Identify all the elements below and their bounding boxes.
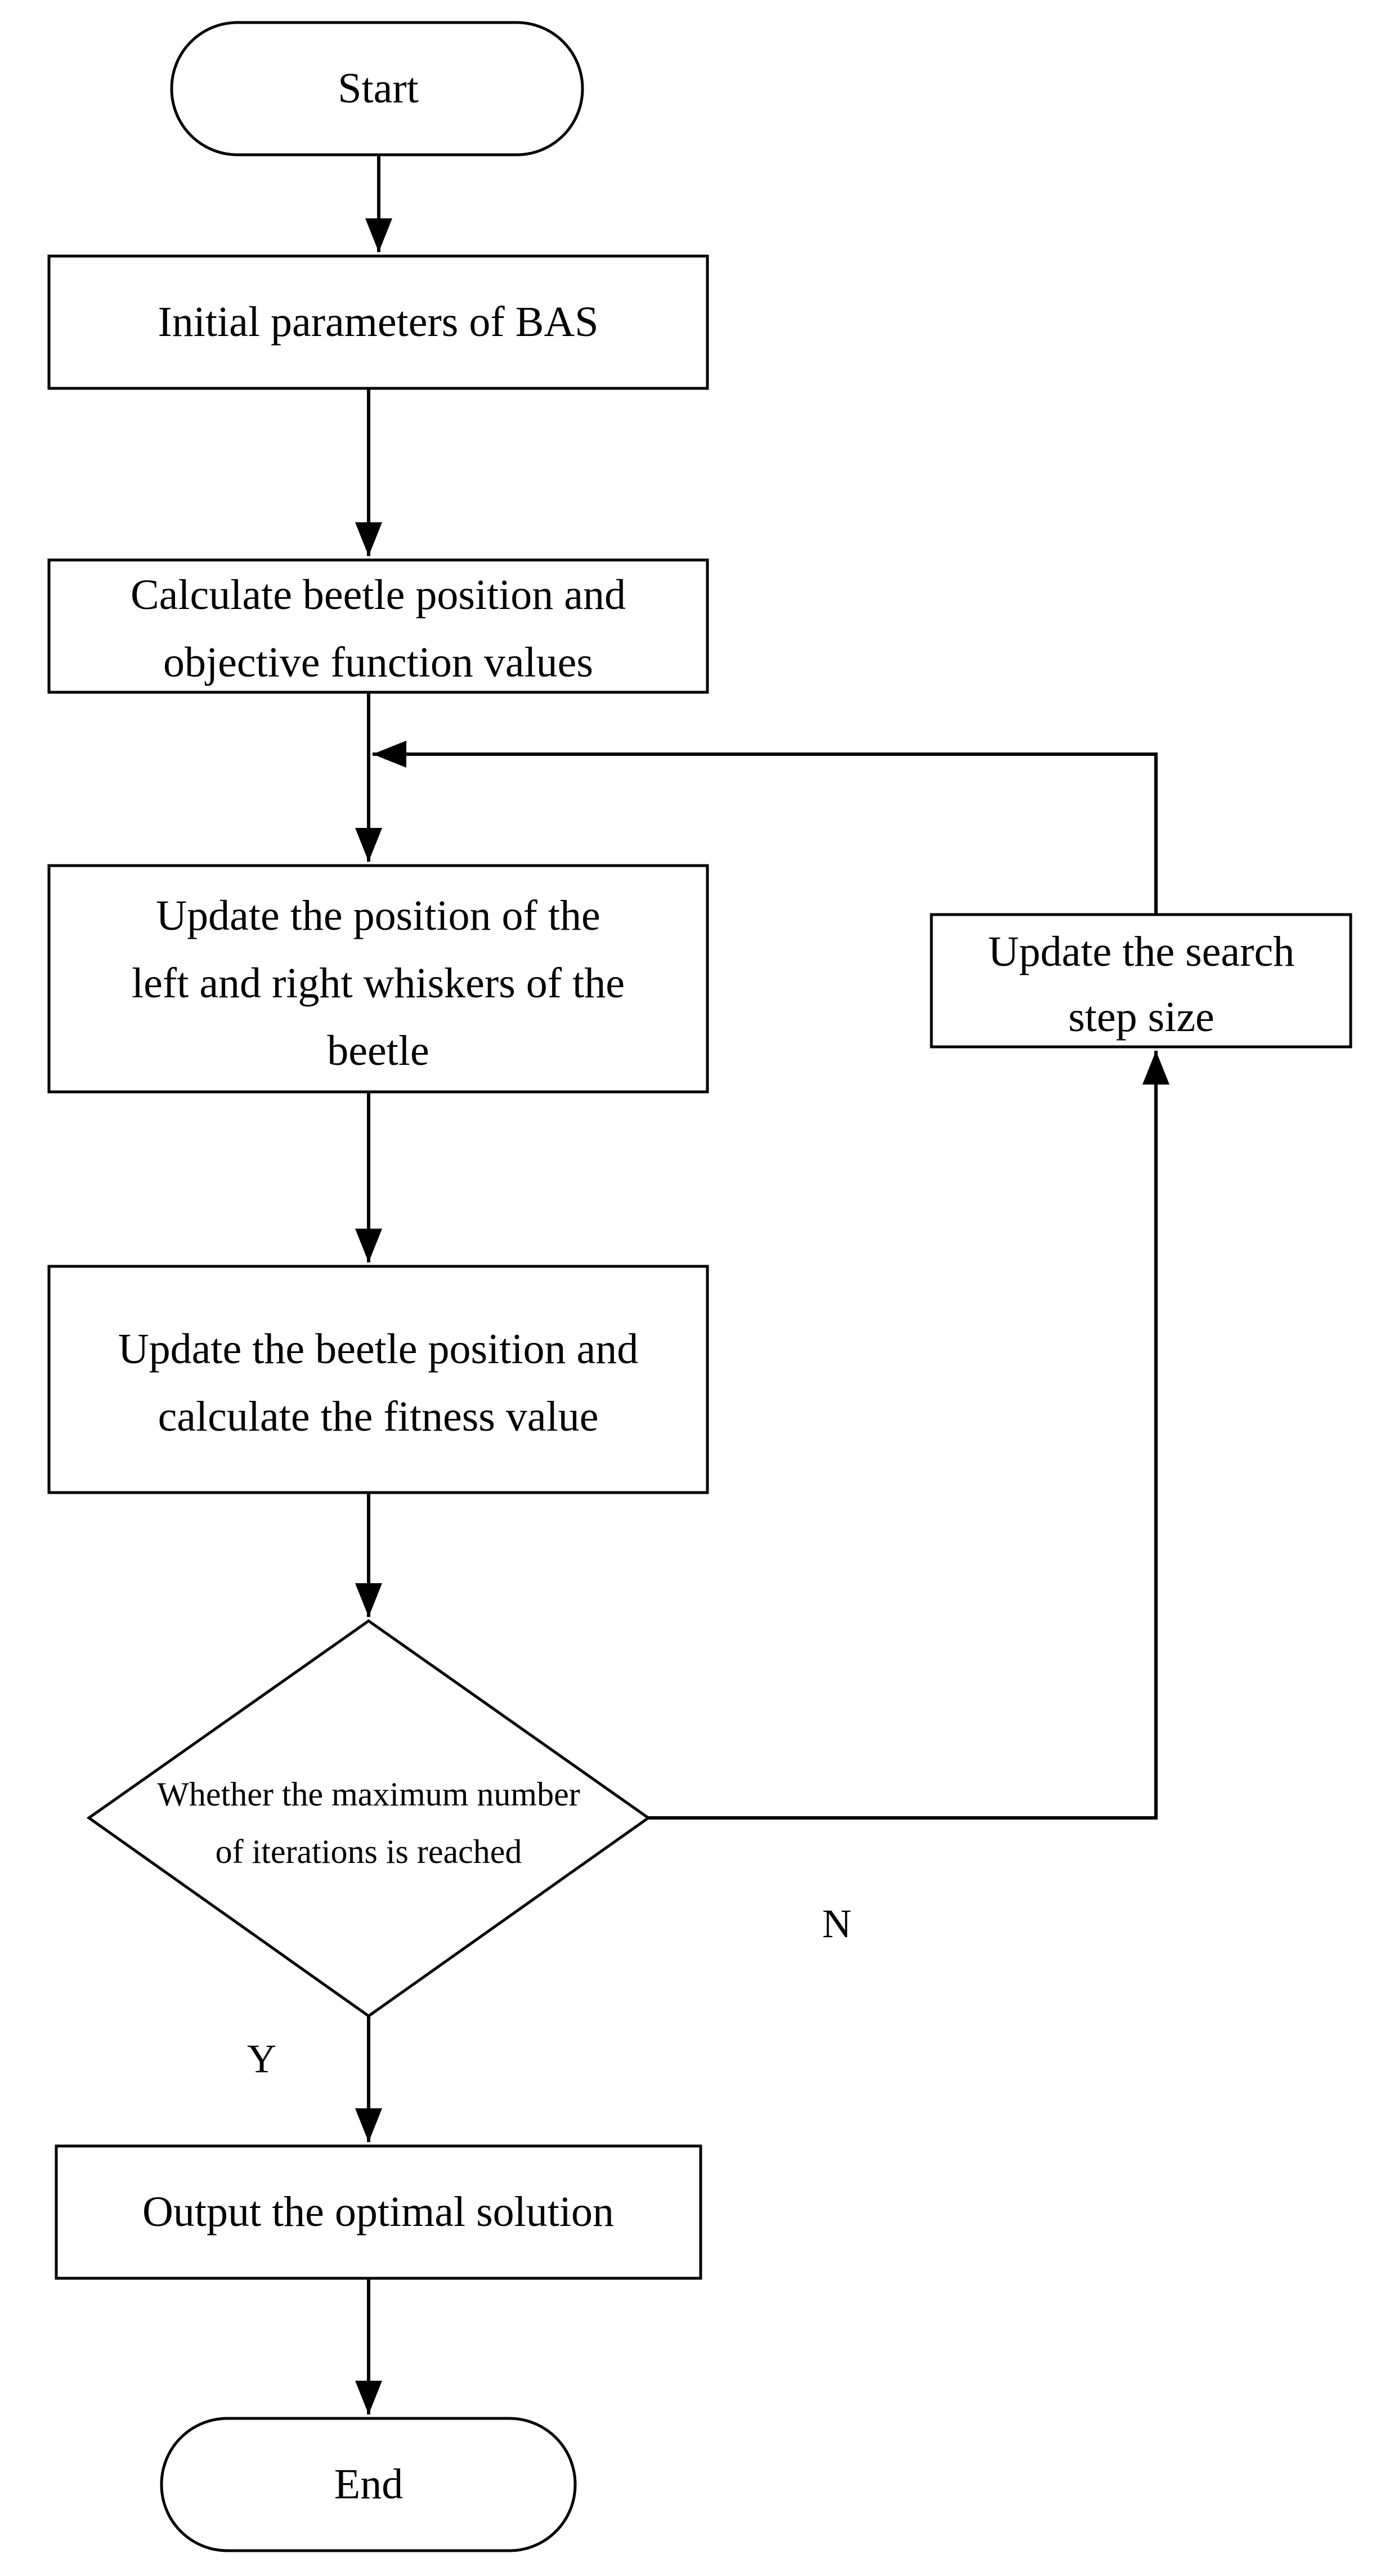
arrow-step-loop-back: [373, 741, 1158, 915]
update-position-label-line-2: calculate the fitness value: [158, 1393, 599, 1440]
yes-branch-label: Y: [247, 2036, 276, 2081]
output-label: Output the optimal solution: [142, 2188, 614, 2235]
whiskers-label-line-3: beetle: [327, 1027, 429, 1074]
end-terminal: [160, 2417, 577, 2552]
whiskers-box: [47, 864, 709, 1094]
init-label: Initial parameters of BAS: [158, 298, 598, 346]
step-size-label-line-1: Update the search: [988, 928, 1294, 975]
calc-label-line-1: Calculate beetle position and: [131, 571, 626, 619]
update-position-box: [47, 1265, 709, 1494]
output-box: [55, 2144, 702, 2280]
no-branch-label: N: [822, 1901, 851, 1946]
whiskers-label-line-1: Update the position of the: [156, 892, 600, 939]
update-position-label-line-1: Update the beetle position and: [118, 1325, 638, 1373]
decision-label-line-2: of iterations is reached: [216, 1833, 522, 1870]
calc-label-line-2: objective function values: [163, 639, 593, 686]
decision-label-line-1: Whether the maximum number: [157, 1776, 580, 1813]
init-box: [47, 254, 709, 390]
step-size-label-line-2: step size: [1068, 993, 1214, 1041]
step-size-box: [930, 913, 1352, 1049]
arrow-decision-no-to-step: [648, 1051, 1169, 1820]
whiskers-label-line-2: left and right whiskers of the: [132, 960, 625, 1007]
calc-box: [47, 558, 709, 694]
start-label: Start: [338, 65, 419, 112]
decision-diamond: [86, 1619, 651, 2018]
end-label: End: [334, 2461, 403, 2508]
